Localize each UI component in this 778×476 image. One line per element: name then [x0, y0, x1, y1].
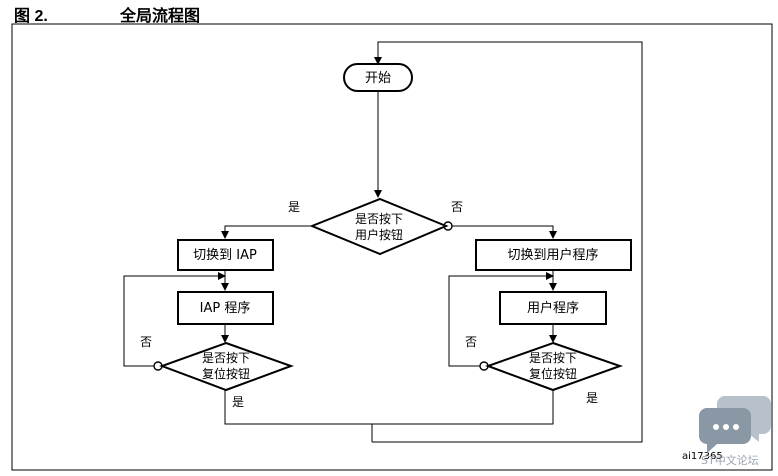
figure-number: 图 2. [14, 8, 48, 25]
edge-no-to-switch-user [449, 225, 557, 239]
start-label: 开始 [365, 71, 391, 86]
switch-iap-box [177, 239, 274, 271]
label-no-left: 否 [140, 335, 152, 349]
user-program-label: 用户程序 [527, 300, 579, 316]
decision-user-button [309, 197, 449, 256]
watermark-text: ST中文论坛 [701, 454, 759, 467]
label-yes-top: 是 [288, 200, 300, 214]
iap-program-box [177, 291, 274, 325]
label-no-right: 否 [465, 335, 477, 349]
start-node [343, 63, 413, 92]
switch-iap-label: 切换到 IAP [193, 248, 257, 263]
user-program-box [499, 291, 607, 325]
edge-no-loop-right [448, 272, 554, 367]
figure-header: 图 2. 全局流程图 [0, 0, 778, 25]
edge-no-loop-left [123, 272, 226, 367]
decision-user-button-line1: 是否按下 [355, 212, 403, 226]
edge-return-loop [372, 41, 643, 443]
switch-user-box [475, 239, 632, 271]
figure-id: ai17365 [682, 451, 723, 462]
decision-reset-left-line1: 是否按下 [202, 351, 250, 365]
switch-user-label: 切换到用户程序 [507, 247, 598, 263]
decision-reset-right-line2: 复位按钮 [529, 366, 577, 381]
edge-yes-left-bottom [224, 390, 373, 442]
decision-reset-right-line1: 是否按下 [529, 351, 577, 365]
decision-user-button-line2: 用户按钮 [355, 227, 403, 242]
figure-frame [11, 23, 773, 471]
label-yes-left: 是 [232, 395, 244, 409]
decision-reset-left-line2: 复位按钮 [202, 366, 250, 381]
chat-bubble-icon [699, 396, 771, 453]
label-no-top: 否 [451, 200, 463, 214]
st-forum-watermark: ST中文论坛 [697, 392, 771, 470]
edge-yes-to-switch-iap [221, 225, 312, 239]
figure-title: 全局流程图 [120, 6, 201, 25]
decision-reset-left [159, 341, 294, 392]
iap-program-label: IAP 程序 [200, 301, 251, 316]
edge-yes-right-bottom [372, 390, 554, 425]
decision-reset-right [485, 341, 624, 392]
connectors [123, 41, 643, 443]
label-yes-right: 是 [586, 391, 598, 405]
